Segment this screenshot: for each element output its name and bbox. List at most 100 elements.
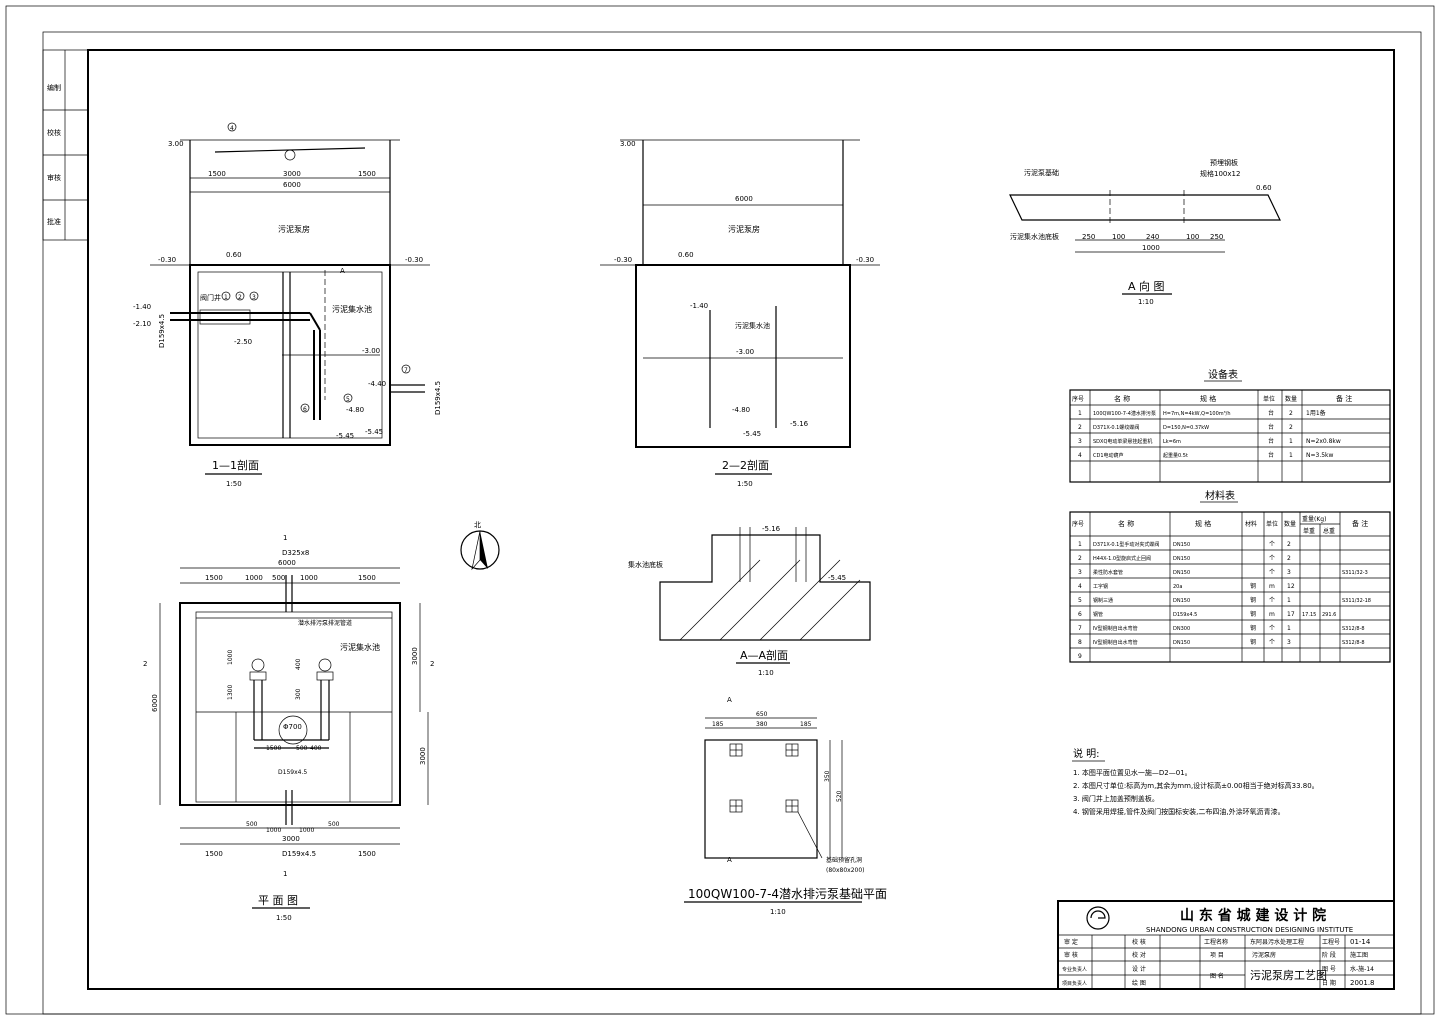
svg-text:1: 1: [1289, 452, 1293, 459]
elev-label: 3.00: [620, 140, 636, 148]
right-value: 2001.8: [1350, 979, 1375, 987]
table-header: 重量(Kg): [1302, 515, 1326, 523]
table-cell: DN300: [1173, 626, 1190, 632]
table-cell: 工字钢: [1093, 583, 1108, 590]
section-marker: 1: [283, 870, 287, 878]
dim-label: 1500: [358, 574, 376, 582]
table-cell: Ⅳ型钢制自出水弯管: [1093, 639, 1138, 646]
view-a: 预埋钢板 规格100x12 污泥泵基础 污泥集水池底板 0.60 250 100…: [1009, 158, 1281, 306]
dim-label: 3000: [411, 647, 419, 665]
svg-text:1用1备: 1用1备: [1306, 409, 1326, 417]
table-header: 序号: [1072, 520, 1084, 528]
dim-label: 1300: [227, 685, 234, 700]
table-cell: DN150: [1173, 570, 1190, 576]
dim-label: 6000: [278, 559, 296, 567]
callout: 2: [238, 294, 242, 301]
table-header: 规 格: [1195, 519, 1211, 528]
elev-label: -2.10: [133, 320, 151, 328]
table-cell: 个: [1269, 541, 1275, 548]
dim-label: 3000: [419, 747, 427, 765]
table-cell: 1: [1287, 597, 1291, 604]
dim-label: 1000: [300, 574, 318, 582]
section-scale: 1:50: [226, 480, 242, 488]
dim-label: 400: [310, 745, 322, 752]
dim-label: 100: [1112, 233, 1125, 241]
right-label: 工程号: [1322, 938, 1340, 946]
svg-text:D371X-0.1螺纹蝶阀: D371X-0.1螺纹蝶阀: [1093, 424, 1139, 431]
dim-label: 185: [800, 721, 812, 728]
svg-text:4: 4: [1078, 452, 1082, 459]
table-header: 单重: [1303, 527, 1315, 535]
role-label: 审 核: [1064, 951, 1078, 959]
aa-label: 集水池底板: [628, 560, 663, 569]
table-cell: m: [1269, 611, 1275, 618]
material-table: 材料表 序号 名 称 规 格 材料 单位 数量 重量(Kg) 单重 总重 备 注…: [1069, 489, 1391, 663]
note-item: 3. 阀门井上加盖预制盖板。: [1073, 794, 1159, 803]
callout: 1: [224, 294, 228, 301]
equipment-table: 设备表 序号 名 称 规 格 单位 数量 备 注 1 100QW100-7-4潜…: [1069, 368, 1391, 483]
right-value: 01-14: [1350, 938, 1371, 946]
svg-text:3: 3: [1078, 438, 1082, 445]
dim-label: 6000: [735, 195, 753, 203]
pipe-label: D325x8: [282, 549, 309, 557]
table-row: 9: [1078, 653, 1082, 660]
callout: 5: [346, 396, 350, 403]
svg-text:H=7m,N=4kW,Q=100m³/h: H=7m,N=4kW,Q=100m³/h: [1163, 411, 1231, 417]
note-item: 2. 本图尺寸单位:标高为m,其余为mm,设计标高±0.00相当于绝对标高33.…: [1073, 781, 1319, 790]
plan-title: 平 面 图: [258, 894, 298, 907]
section-marker: 2: [143, 660, 147, 668]
view-label: 规格100x12: [1200, 169, 1240, 178]
elev-label: -5.45: [828, 574, 846, 582]
view-title: A 向 图: [1128, 279, 1165, 293]
svg-text:台: 台: [1268, 423, 1274, 431]
table-header: 备 注: [1352, 519, 1368, 528]
table-cell: 钢: [1250, 624, 1256, 632]
role-label: 审 定: [1064, 938, 1078, 946]
table-cell: DN150: [1173, 640, 1190, 646]
table-cell: 2: [1287, 555, 1291, 562]
section-marker: 1: [283, 534, 287, 542]
table-cell: 3: [1287, 569, 1291, 576]
section-title: 1—1剖面: [212, 458, 259, 472]
role-label: 绘 图: [1132, 979, 1146, 987]
dim-label: 500: [296, 745, 308, 752]
dim-label: 3000: [283, 170, 301, 178]
dim-label: 1000: [227, 650, 234, 665]
strip-label: 编制: [47, 83, 61, 92]
table-cell: D159x4.5: [1173, 612, 1197, 618]
table-cell: H44X-1.0型旋启式止回阀: [1093, 555, 1151, 562]
svg-text:起重量0.5t: 起重量0.5t: [1163, 452, 1188, 459]
dim-label: 240: [1146, 233, 1159, 241]
inner-border: [42, 31, 1422, 1015]
elev-label: 0.60: [678, 251, 694, 259]
table-cell: 个: [1269, 569, 1275, 576]
table-cell: 3: [1078, 569, 1082, 576]
notes-block: 说 明: 1. 本图平面位置见水一施—D2—01。 2. 本图尺寸单位:标高为m…: [1072, 747, 1319, 816]
room-label: 污泥泵房: [728, 224, 760, 234]
dim-label: 650: [756, 711, 768, 718]
section-title: 2—2剖面: [722, 458, 769, 472]
callout-circles: 4 1 2 3 6 5 7: [221, 122, 411, 413]
dim-label: 250: [1082, 233, 1095, 241]
tank-label: 污泥集水池: [735, 321, 770, 330]
plan-scale: 1:50: [276, 914, 292, 922]
table-header: 数量: [1284, 520, 1296, 528]
table-header: 数量: [1285, 395, 1297, 403]
dim-label: 1000: [299, 827, 314, 834]
notes-title: 说 明:: [1073, 747, 1100, 760]
elev-label: -4.40: [368, 380, 386, 388]
pipe-label: D159x4.5: [434, 381, 442, 415]
section-scale: 1:50: [737, 480, 753, 488]
section-2-2: 3.00 6000 污泥泵房 -0.30 -0.30 0.60 污泥集水池 -1…: [600, 139, 880, 488]
svg-text:台: 台: [1268, 451, 1274, 459]
elev-label: -1.40: [133, 303, 151, 311]
dim-label: 500: [328, 821, 340, 828]
